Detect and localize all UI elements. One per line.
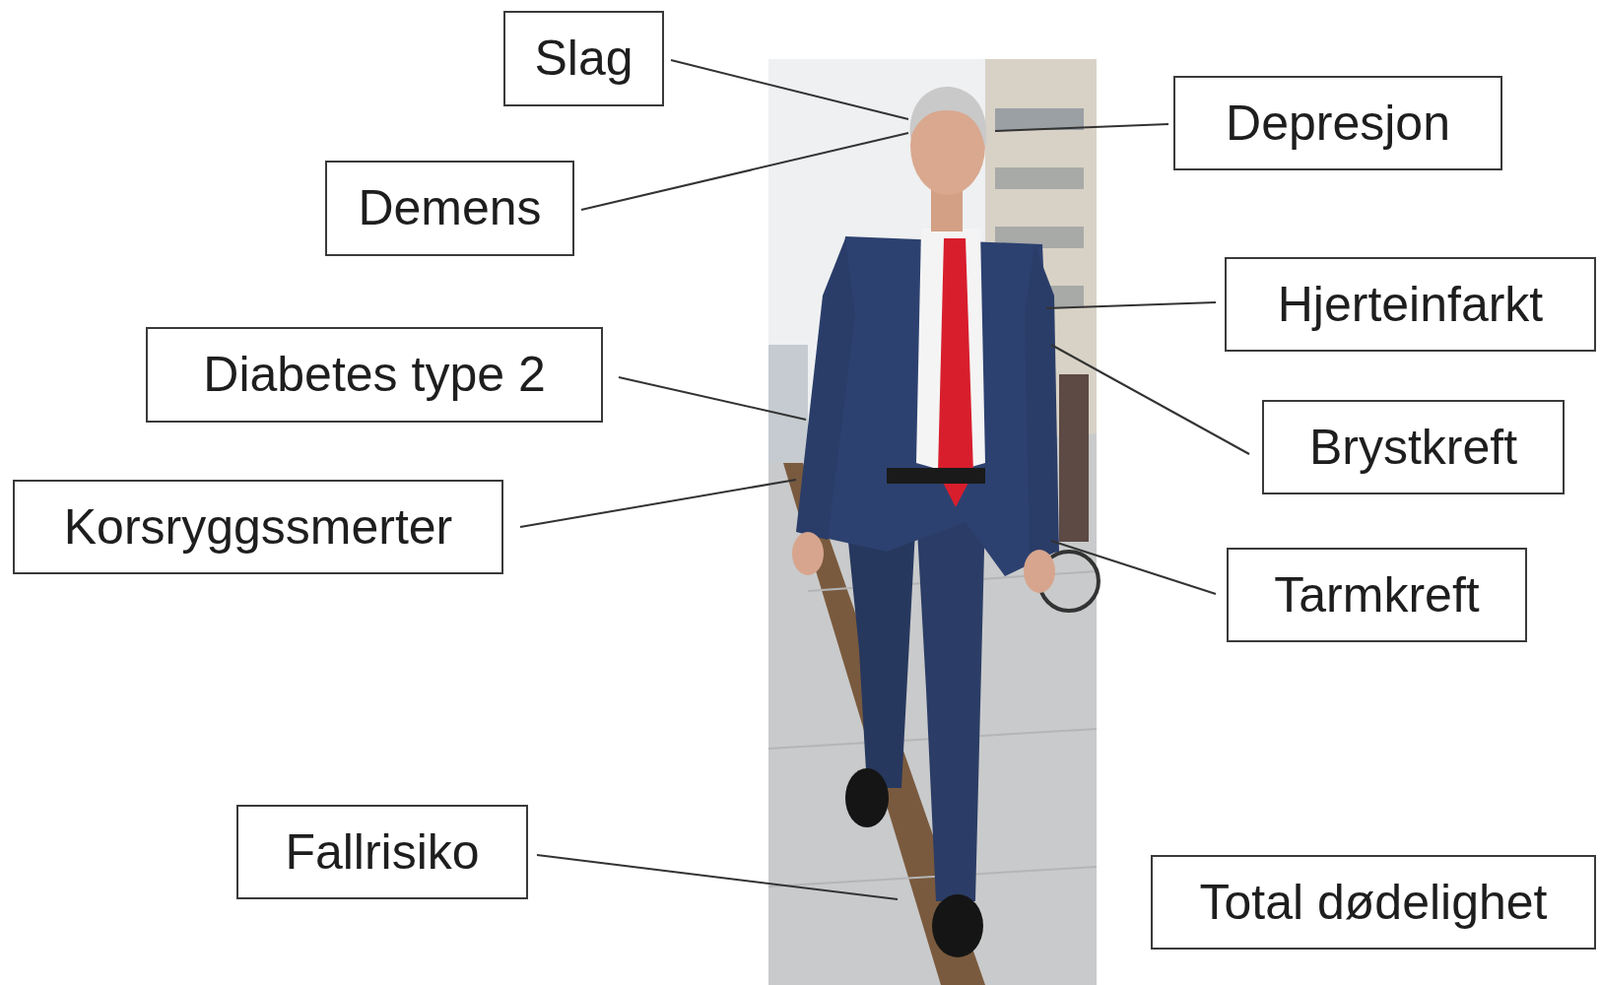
leader-line <box>1051 540 1216 595</box>
leader-line <box>536 855 898 900</box>
label-box: Fallrisiko <box>236 804 529 900</box>
leader-line <box>670 60 909 120</box>
label-text: Total dødelighet <box>1199 875 1547 931</box>
label-box: Demens <box>325 160 575 257</box>
label-box: Brystkreft <box>1262 400 1565 495</box>
label-box: Korsryggssmerter <box>12 479 504 575</box>
leader-line <box>520 479 797 528</box>
label-text: Demens <box>357 181 541 236</box>
leader-lines <box>520 60 1250 900</box>
label-text: Brystkreft <box>1309 420 1518 475</box>
leader-line <box>995 124 1169 132</box>
label-box: Hjerteinfarkt <box>1224 257 1597 352</box>
label-text: Hjerteinfarkt <box>1277 277 1544 333</box>
label-text: Fallrisiko <box>284 825 479 880</box>
label-box: Diabetes type 2 <box>145 327 603 423</box>
label-box: Tarmkreft <box>1226 547 1528 643</box>
leader-line <box>618 377 806 420</box>
photo <box>768 59 1099 985</box>
leader-line <box>1046 302 1216 309</box>
label-text: Tarmkreft <box>1273 568 1479 623</box>
leader-line <box>1051 344 1250 455</box>
label-box: Total dødelighet <box>1150 855 1597 950</box>
label-text: Slag <box>533 31 633 86</box>
label-text: Korsryggssmerter <box>64 500 454 555</box>
leader-line <box>581 133 909 210</box>
label-text: Depresjon <box>1225 96 1451 151</box>
label-box: Slag <box>503 10 665 107</box>
walking-man <box>792 86 1060 958</box>
label-text: Diabetes type 2 <box>202 347 545 402</box>
label-box: Depresjon <box>1173 75 1503 171</box>
